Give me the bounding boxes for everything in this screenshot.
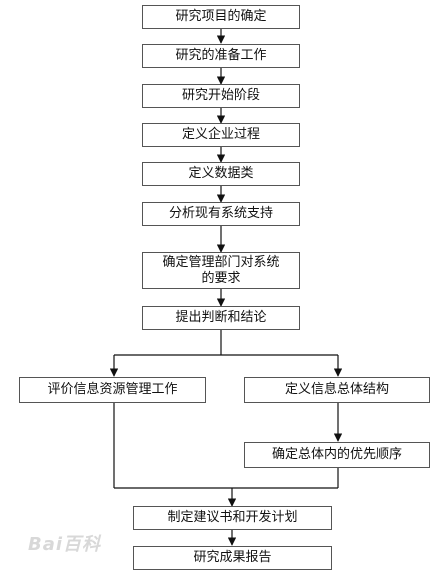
node-management-requirements: 确定管理部门对系统 的要求 <box>142 252 300 289</box>
node-set-priorities: 确定总体内的优先顺序 <box>244 442 430 468</box>
node-evaluate-irm: 评价信息资源管理工作 <box>19 377 206 403</box>
node-research-project: 研究项目的确定 <box>142 5 300 29</box>
node-research-start: 研究开始阶段 <box>142 84 300 108</box>
node-define-processes: 定义企业过程 <box>142 123 300 147</box>
node-research-preparation: 研究的准备工作 <box>142 44 300 68</box>
node-research-report: 研究成果报告 <box>133 546 332 570</box>
node-define-data-classes: 定义数据类 <box>142 162 300 186</box>
node-judgment-conclusion: 提出判断和结论 <box>142 306 300 330</box>
node-proposal-plan: 制定建议书和开发计划 <box>133 506 332 530</box>
baidu-watermark: Bai百科 <box>28 534 102 555</box>
node-analyze-systems: 分析现有系统支持 <box>142 202 300 226</box>
node-define-architecture: 定义信息总体结构 <box>244 377 430 403</box>
